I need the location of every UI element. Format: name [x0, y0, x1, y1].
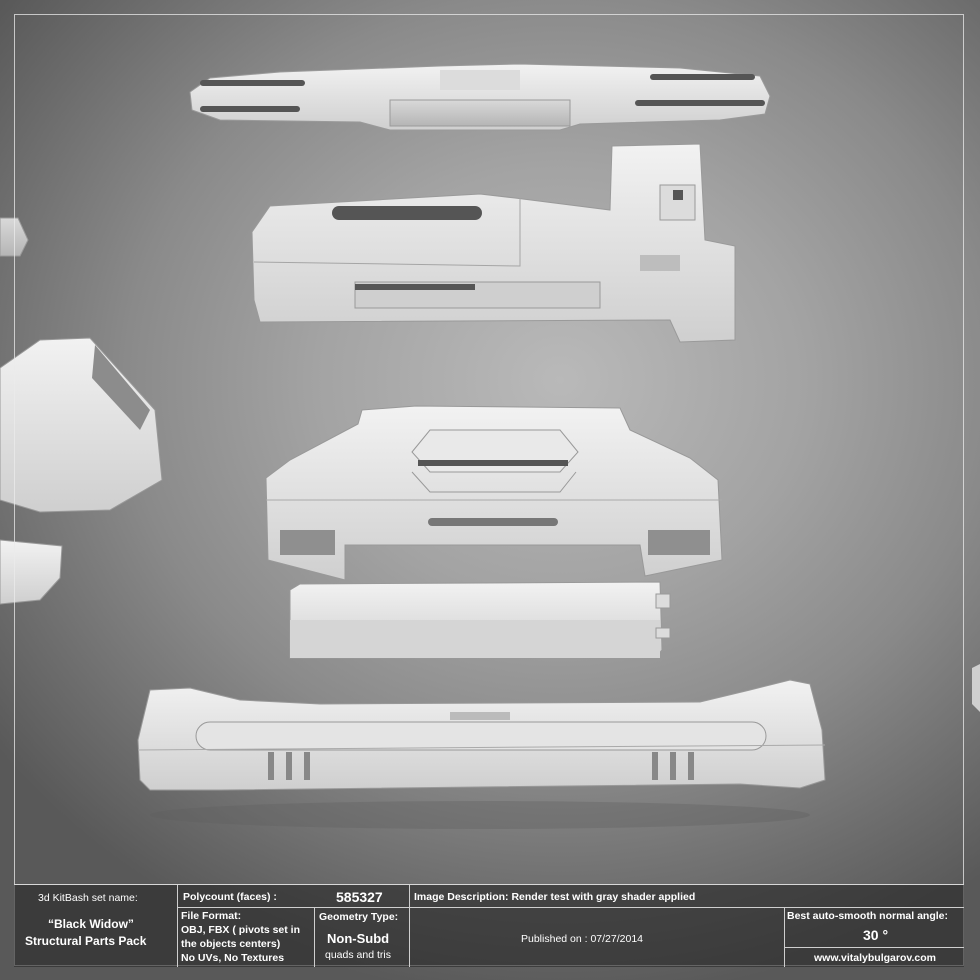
- polycount-cell: Polycount (faces) : 585327: [178, 885, 410, 907]
- geometry-cell: Geometry Type: Non-Subd quads and tris: [315, 907, 410, 967]
- file-format-label: File Format:: [181, 910, 242, 922]
- geometry-label: Geometry Type:: [319, 911, 399, 923]
- part-bottom-rail: [137, 679, 826, 829]
- divider-smooth: [784, 947, 964, 948]
- part-top-bar: [189, 63, 771, 131]
- file-format-line1: OBJ, FBX ( pivots set in: [181, 924, 301, 936]
- smooth-angle-cell: Best auto-smooth normal angle: 30 ° www.…: [784, 907, 964, 967]
- part-tray: [289, 581, 671, 659]
- set-name-label: 3d KitBash set name:: [38, 892, 138, 904]
- part-left-fragments: [0, 217, 980, 712]
- file-format-line2: the objects centers): [181, 938, 281, 950]
- part-long-housing: [251, 143, 736, 343]
- smooth-angle-value: 30 °: [863, 927, 889, 943]
- polycount-value: 585327: [336, 889, 383, 905]
- polycount-label: Polycount (faces) :: [183, 891, 277, 903]
- set-name-line1: “Black Widow”: [48, 917, 134, 931]
- published-date: Published on : 07/27/2014: [521, 933, 644, 945]
- file-format-cell: File Format: OBJ, FBX ( pivots set in th…: [178, 907, 315, 967]
- image-description: Image Description: Render test with gray…: [414, 891, 696, 903]
- part-center-body: [265, 405, 723, 581]
- set-name-cell: 3d KitBash set name: “Black Widow” Struc…: [14, 885, 178, 967]
- set-name-line2: Structural Parts Pack: [25, 934, 147, 948]
- website-link[interactable]: www.vitalybulgarov.com: [814, 952, 936, 964]
- info-panel: 3d KitBash set name: “Black Widow” Struc…: [14, 884, 964, 967]
- file-format-line3: No UVs, No Textures: [181, 952, 285, 964]
- geometry-sub: quads and tris: [325, 949, 391, 961]
- geometry-value: Non-Subd: [327, 931, 390, 946]
- divider-horizontal: [178, 907, 964, 908]
- smooth-angle-label: Best auto-smooth normal angle:: [787, 910, 949, 922]
